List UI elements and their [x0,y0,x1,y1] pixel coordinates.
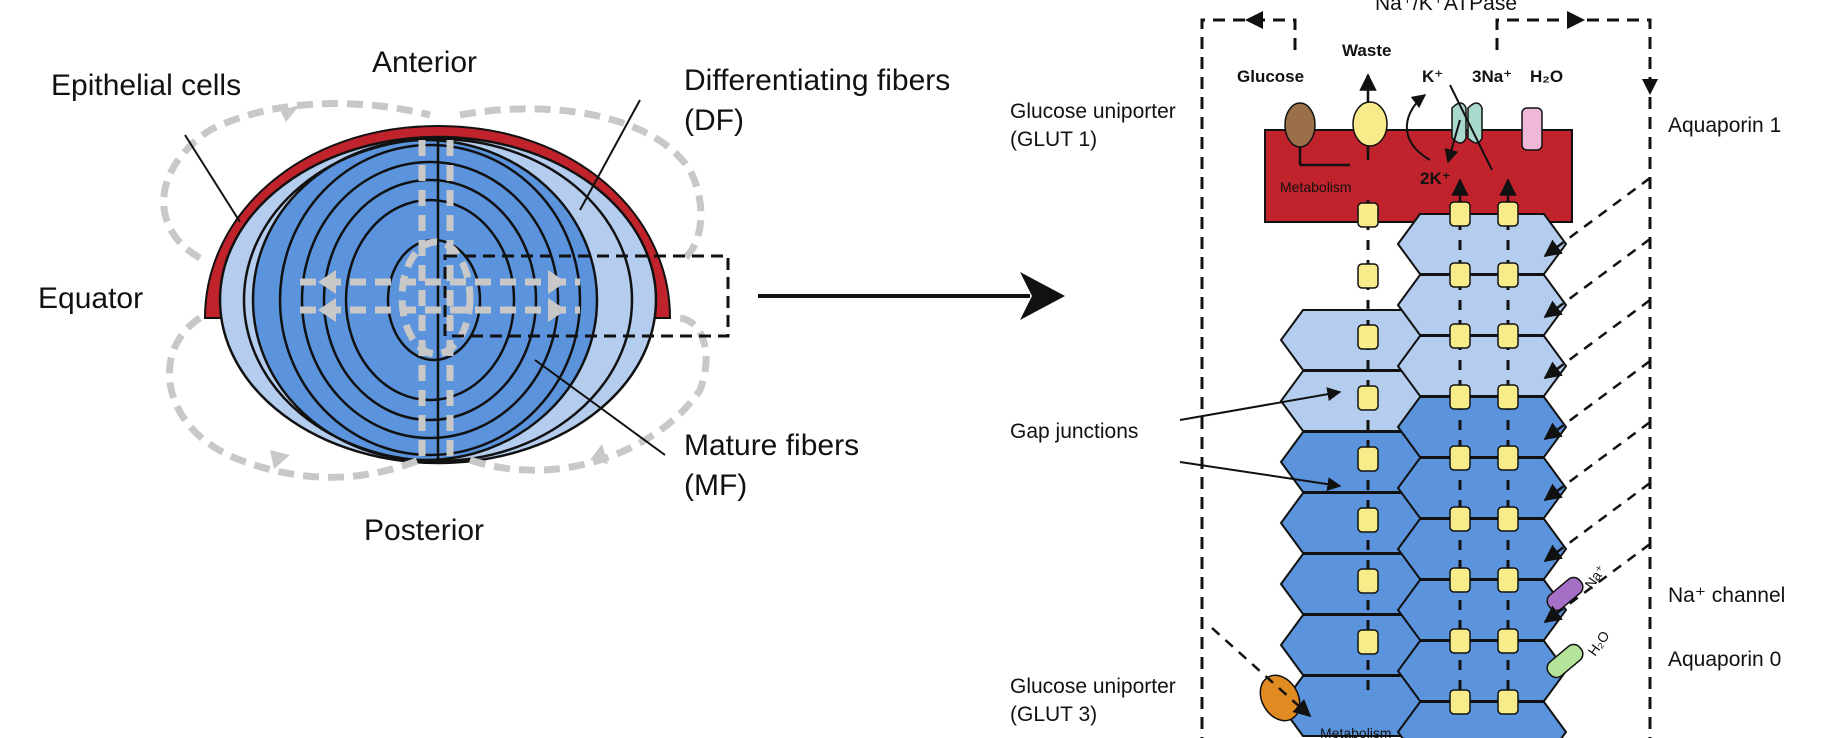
water-flow-arrow [1543,420,1651,502]
gap-junction [1357,202,1379,228]
glut1-label-line1: Glucose uniporter [1010,100,1176,123]
flow-arrowheads [270,105,608,469]
right-fiber-cell [1396,274,1568,336]
gap-junction [1449,628,1471,654]
gap-junction [1449,384,1471,410]
gap-junction [1449,567,1471,593]
gap-junctions-label: Gap junctions [1010,420,1138,443]
right-fiber-cell [1396,335,1568,397]
gap-junction [1497,567,1519,593]
equator-label: Equator [38,282,143,315]
na-small-label: Na⁺ [1581,562,1609,592]
posterior-label: Posterior [364,514,484,547]
glut1-transporter [1284,102,1316,148]
epithelial-pointer [184,134,241,223]
gap-junction [1357,507,1379,533]
water-flow-arrow [1543,542,1651,624]
fiber-lines [242,137,634,463]
right-fiber-cell [1396,213,1568,275]
gap-junction [1449,323,1471,349]
k-plus-label: K⁺ [1422,67,1443,86]
df-pointer [579,99,641,211]
zoom-region-box [443,254,730,338]
water-flow-arrow [1543,237,1651,319]
gap-junction [1357,446,1379,472]
mf-pointer [534,359,666,456]
water-flow-arrow [1543,359,1651,441]
zoom-arrow [758,272,1065,320]
gap-junction [1449,506,1471,532]
gap-junction [1497,628,1519,654]
three-na-label: 3Na⁺ [1472,67,1512,86]
gap-junction [1497,323,1519,349]
df-label-line1: Differentiating fibers [684,64,950,97]
aquaporin0-channel [1546,643,1584,679]
gap-junction [1357,568,1379,594]
gap-junction [1497,384,1519,410]
right-fiber-cell [1396,640,1568,702]
gap-junction [1449,445,1471,471]
gap-junction [1497,262,1519,288]
glut3-label-line2: (GLUT 3) [1010,703,1097,726]
gap-junction [1357,324,1379,350]
df-label-line2: (DF) [684,104,744,137]
right-fiber-cell [1396,579,1568,641]
glut3-label-line1: Glucose uniporter [1010,675,1176,698]
glucose-label: Glucose [1237,67,1304,86]
waste-transporter [1352,101,1388,147]
epithelial-label: Epithelial cells [51,69,241,102]
aquaporin1-channel [1521,107,1543,151]
gap-junction [1357,629,1379,655]
mf-label-line1: Mature fibers [684,429,859,462]
metabolism-top-label: Metabolism [1280,179,1352,195]
na-channel-label: Na⁺ channel [1668,584,1785,607]
gap-junction [1497,201,1519,227]
gap-junction [1449,201,1471,227]
two-k-label: 2K⁺ [1420,169,1451,188]
right-fiber-cell [1396,701,1568,738]
gap-junction [1497,445,1519,471]
gap-junction [1497,689,1519,715]
gap-junction [1449,689,1471,715]
gap-junction [1357,263,1379,289]
waste-label: Waste [1342,41,1391,60]
water-flow-arrow [1543,298,1651,380]
epithelial-cell [1264,129,1574,223]
aquaporin1-label: Aquaporin 1 [1668,114,1781,137]
mf-label-line2: (MF) [684,469,747,502]
right-fiber-cell [1396,396,1568,458]
glut1-label-line2: (GLUT 1) [1010,128,1097,151]
aquaporin0-label: Aquaporin 0 [1668,648,1781,671]
na-k-atpase-pump [1451,102,1483,144]
h2o-small-label: H₂O [1584,628,1612,659]
circulation-flow [160,100,710,481]
fiber-transport-detail: Na⁺/K⁺ATPase Glucose uniporter (GLUT 1) … [1010,0,1785,738]
h2o-top-label: H₂O [1530,67,1563,86]
metabolism-bottom-label: Metabolism [1320,725,1392,738]
water-flow-arrow [1543,176,1651,258]
gap-junction [1357,385,1379,411]
gap-junction [1449,262,1471,288]
lens-cross-section: Epithelial cells Anterior Equator Poster… [38,46,950,547]
right-fiber-cell [1396,518,1568,580]
gap-junction [1497,506,1519,532]
right-fiber-cell [1396,457,1568,519]
anterior-label: Anterior [372,46,477,79]
water-flow-arrow [1543,481,1651,563]
pump-top-label: Na⁺/K⁺ATPase [1375,0,1517,15]
